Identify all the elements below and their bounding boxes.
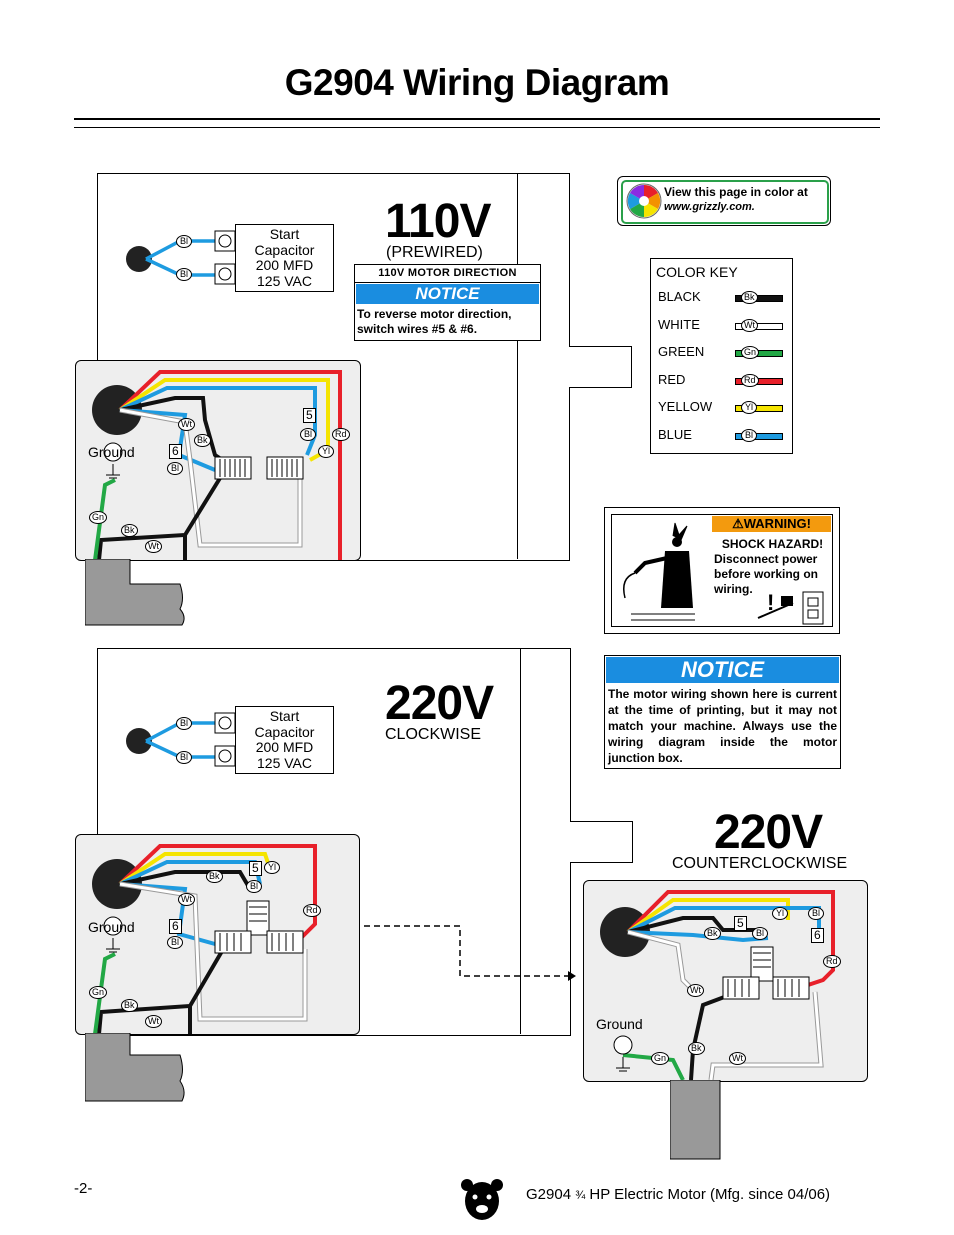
terminal-6: 6 xyxy=(169,444,182,459)
svg-text:!: ! xyxy=(767,590,774,615)
voltage-label-110v: 110V xyxy=(385,195,491,248)
wiring-110v xyxy=(92,370,342,560)
color-key-swatch xyxy=(735,432,783,440)
page-title: G2904 Wiring Diagram xyxy=(284,62,670,103)
color-key-abbr: Rd xyxy=(741,373,759,387)
motor-shaft-220v xyxy=(570,821,633,863)
capacitor-wiring-110v xyxy=(126,230,236,285)
grizzly-bear-logo xyxy=(461,1179,503,1220)
motor-shaft-110v xyxy=(569,346,632,388)
conduit-220v-cw xyxy=(85,1033,185,1102)
wiring-220v-ccw xyxy=(600,890,835,1080)
ground-label-110v: Ground xyxy=(88,444,135,460)
start-capacitor-220v: Start Capacitor 200 MFD 125 VAC xyxy=(235,706,334,774)
mode-label-110v: (PREWIRED) xyxy=(386,244,483,261)
motor-direction-box: 110V MOTOR DIRECTION NOTICE To reverse m… xyxy=(354,264,541,341)
color-key-abbr: Gn xyxy=(741,346,760,359)
notice-header: NOTICE xyxy=(606,657,839,683)
warning-header: ⚠WARNING! xyxy=(712,516,831,532)
warning-triangle-icon: ⚠ xyxy=(732,516,744,531)
color-key-abbr: Bk xyxy=(741,291,758,304)
title-rule xyxy=(74,118,880,120)
color-key-swatch xyxy=(735,295,783,302)
notice-header: NOTICE xyxy=(356,284,539,304)
shock-warning: ⚠WARNING! SHOCK HAZARD! Disconnect power… xyxy=(604,507,840,634)
dashed-arrow xyxy=(364,925,576,981)
mode-label-clockwise: CLOCKWISE xyxy=(385,726,482,743)
color-key-name: GREEN xyxy=(658,344,705,359)
tag-bl: Bl xyxy=(176,235,192,248)
wiring-notice: NOTICE The motor wiring shown here is cu… xyxy=(604,655,841,769)
color-key-abbr: Wt xyxy=(741,318,758,332)
shock-hazard-icon xyxy=(623,522,695,621)
ground-label-220v-ccw: Ground xyxy=(596,1016,643,1032)
voltage-label-220v-ccw: 220V xyxy=(714,806,823,859)
ground-label-220v-cw: Ground xyxy=(88,919,135,935)
color-key-name: WHITE xyxy=(658,316,700,332)
color-banner: View this page in color at www.grizzly.c… xyxy=(617,176,831,226)
terminal-5: 5 xyxy=(303,408,316,423)
color-key-name: YELLOW xyxy=(658,399,713,414)
footer-model: G2904 ¾ HP Electric Motor (Mfg. since 04… xyxy=(526,1186,831,1203)
voltage-label-220v-cw: 220V xyxy=(385,677,494,730)
wiring-220v-cw xyxy=(92,844,317,1034)
color-key-swatch xyxy=(735,405,783,412)
color-key-name: BLACK xyxy=(658,289,701,304)
color-key-name: RED xyxy=(658,371,686,387)
color-key-swatch xyxy=(735,377,783,385)
title-rule-thin xyxy=(74,127,880,128)
mode-label-counterclockwise: COUNTERCLOCKWISE xyxy=(672,855,848,872)
website-link[interactable]: www.grizzly.com. xyxy=(664,201,755,213)
color-key-name: BLUE xyxy=(658,426,692,442)
color-key-abbr: Bl xyxy=(741,428,757,442)
start-capacitor-110v: Start Capacitor 200 MFD 125 VAC xyxy=(235,224,334,292)
color-key-abbr: Yl xyxy=(741,401,757,414)
tag-bl: Bl xyxy=(176,268,192,281)
page-number: -2- xyxy=(74,1180,93,1197)
plug-outlet-icon: ! xyxy=(757,590,824,625)
color-key-swatch xyxy=(735,350,783,357)
conduit-110v xyxy=(85,559,185,626)
color-wheel-icon xyxy=(626,183,662,219)
color-key-swatch xyxy=(735,322,783,330)
conduit-220v-ccw xyxy=(670,1080,721,1160)
